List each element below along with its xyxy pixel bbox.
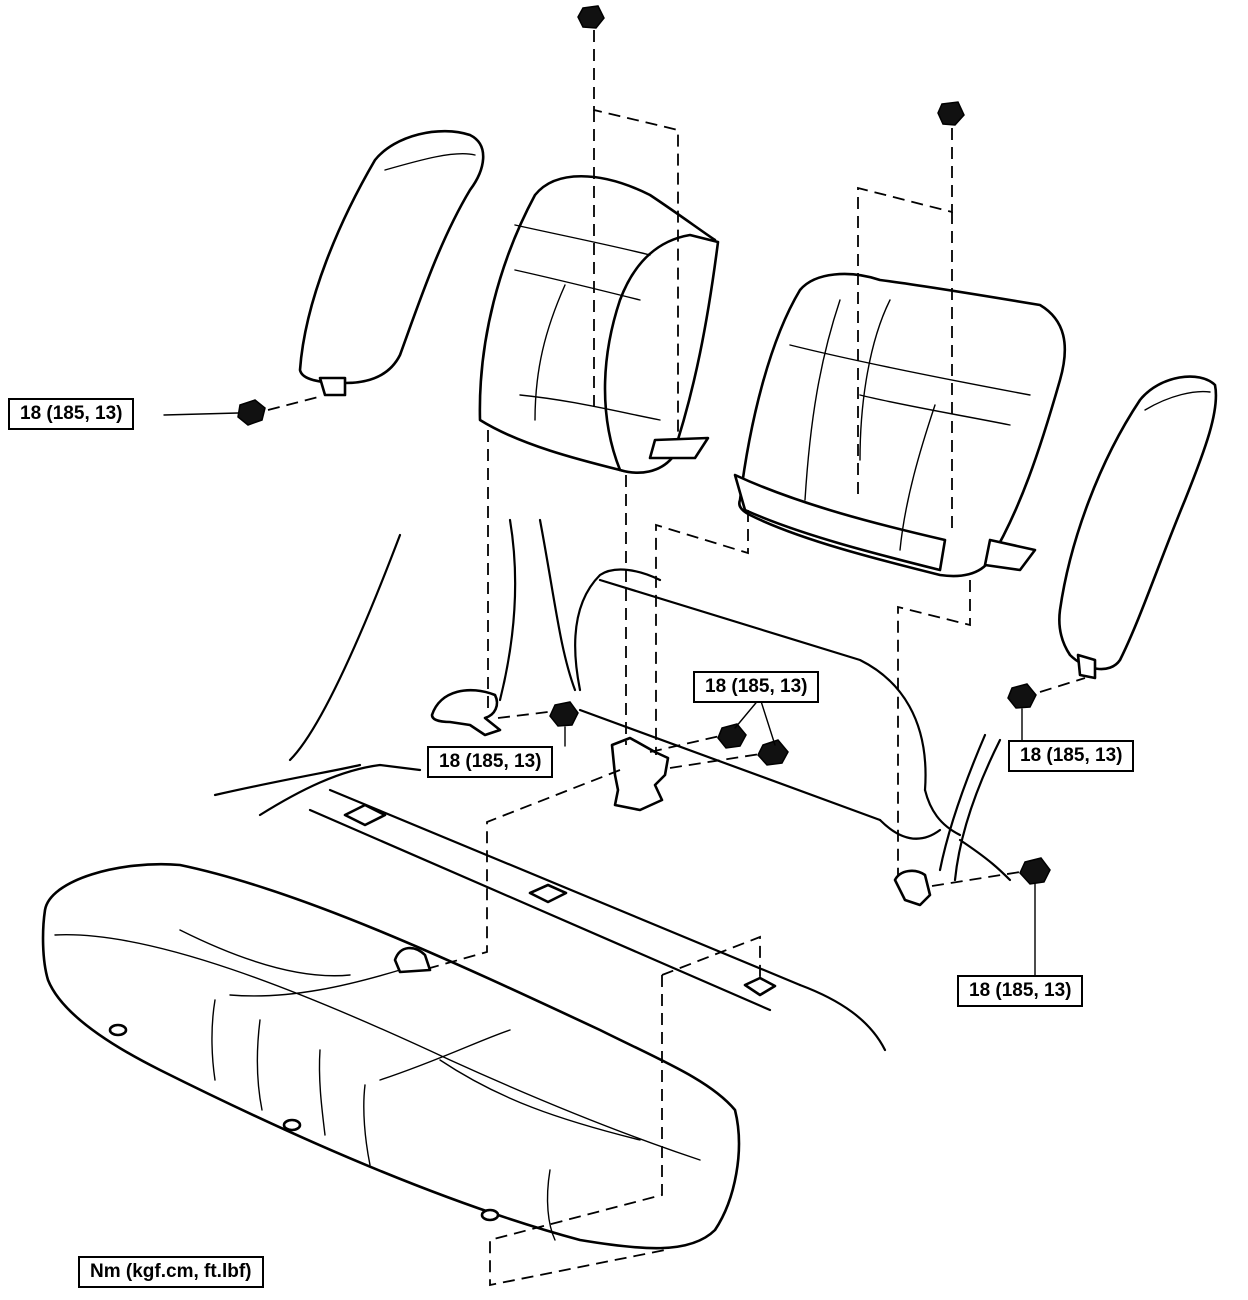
torque-label-left-hinge: 18 (185, 13) xyxy=(427,746,554,778)
left-seatback xyxy=(478,174,720,474)
torque-label-right-armrest: 18 (185, 13) xyxy=(1008,740,1135,772)
torque-label-center-hinge: 18 (185, 13) xyxy=(693,671,820,703)
bolts xyxy=(237,5,1051,885)
assembly-dashed-lines xyxy=(267,30,1086,1287)
left-side-pad xyxy=(298,129,485,397)
label-leader-lines xyxy=(163,412,1036,976)
floor-anchor-plates xyxy=(343,803,777,997)
unit-legend: Nm (kgf.cm, ft.lbf) xyxy=(78,1256,264,1288)
seatback-hinges xyxy=(430,688,932,907)
vehicle-body-outline xyxy=(213,518,1012,1052)
right-side-pad xyxy=(1058,375,1218,680)
torque-label-left-armrest: 18 (185, 13) xyxy=(8,398,135,430)
seat-cushion xyxy=(41,862,741,1250)
right-seatback xyxy=(733,272,1067,578)
torque-label-right-hinge: 18 (185, 13) xyxy=(957,975,1084,1007)
